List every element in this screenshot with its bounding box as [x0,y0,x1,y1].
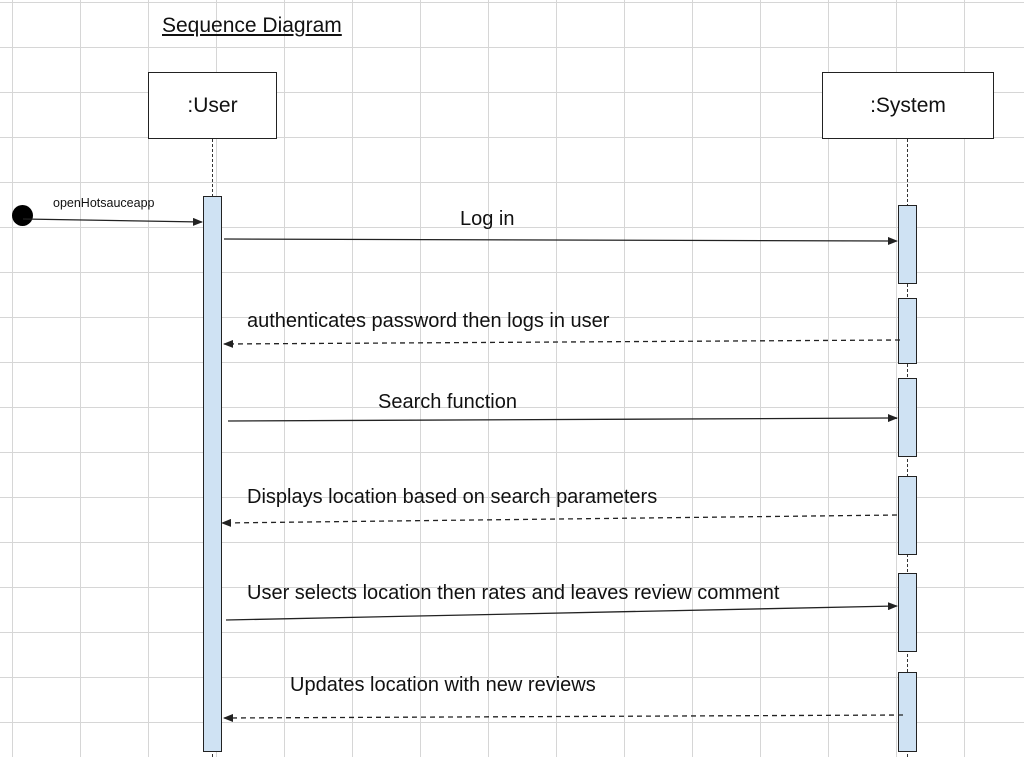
start-node [12,205,33,226]
system-activation-bar [898,573,917,652]
message-arrow-log-in [223,236,898,245]
system-activation-bar [898,476,917,555]
start-message-label: openHotsauceapp [53,196,155,210]
message-arrow-authenticates [223,339,901,348]
system-activation-bar [898,298,917,364]
message-arrow-search [227,414,898,423]
message-label-authenticates: authenticates password then logs in user [247,310,610,332]
message-arrow-updates [223,713,904,722]
user-lifeline-box: :User [148,72,277,139]
message-label-search: Search function [378,391,517,413]
system-activation-bar [898,672,917,752]
message-label-displays: Displays location based on search parame… [247,486,658,508]
user-lifeline-label: :User [187,93,238,117]
message-arrow-displays [221,514,898,527]
start-message-arrow [22,217,203,226]
system-activation-bar [898,378,917,457]
system-lifeline-box: :System [822,72,994,139]
message-arrow-user-selects [225,602,898,621]
message-label-user-selects: User selects location then rates and lea… [247,582,780,604]
user-activation-bar [203,196,222,752]
diagram-title: Sequence Diagram [162,14,342,37]
system-lifeline-label: :System [870,93,946,117]
message-label-updates: Updates location with new reviews [290,674,596,696]
message-label-log-in: Log in [460,208,515,230]
system-activation-bar [898,205,917,284]
